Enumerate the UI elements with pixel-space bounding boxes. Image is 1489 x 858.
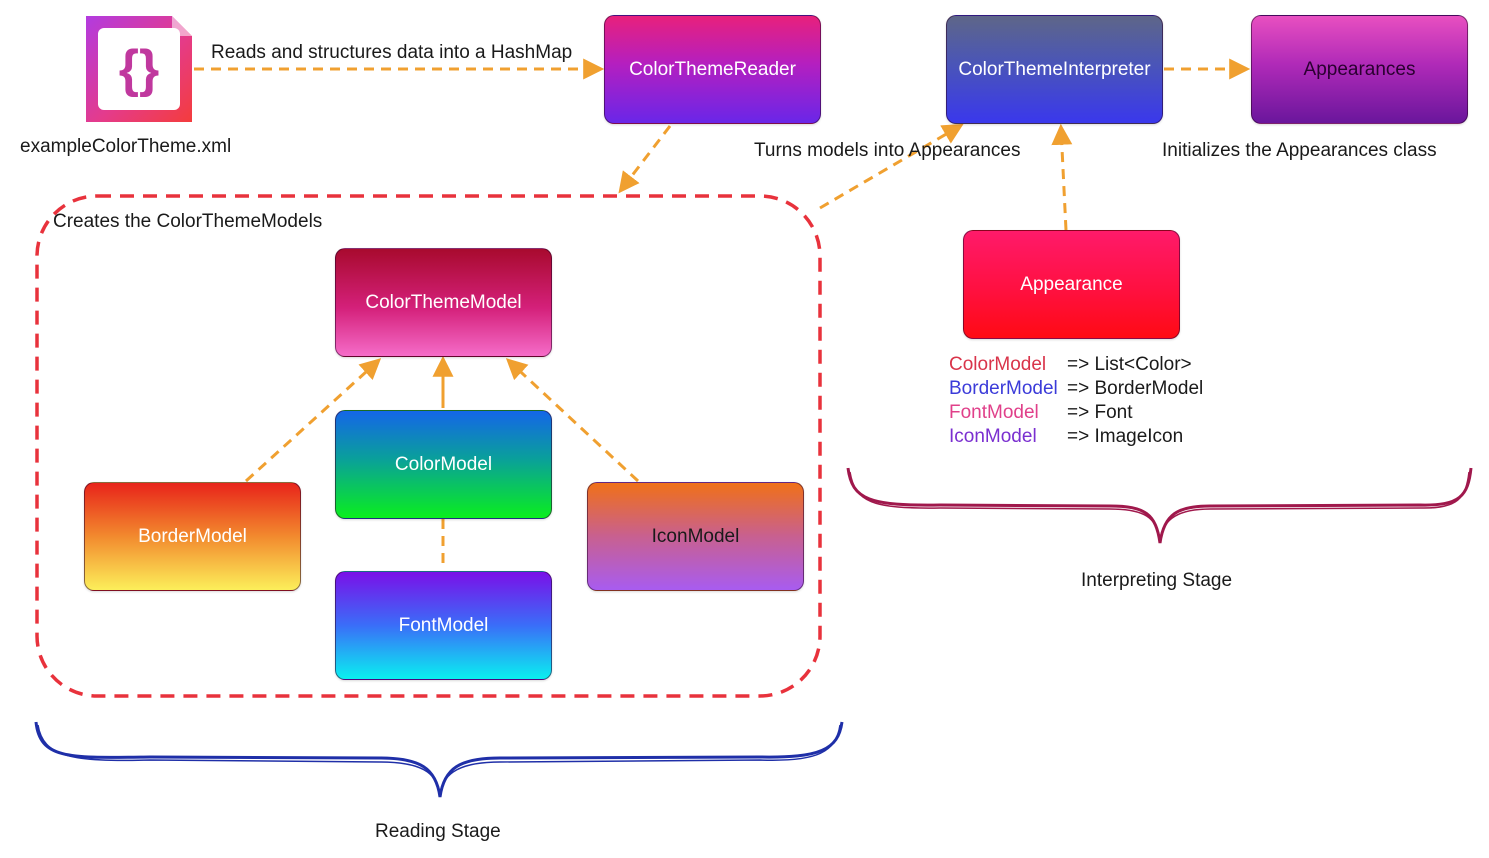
edge-turns-arrow — [819, 123, 964, 210]
color-theme-interpreter-node[interactable]: ColorThemeInterpreter — [946, 15, 1163, 124]
color-model-node[interactable]: ColorModel — [335, 410, 552, 519]
edge-creates-label: Creates the ColorThemeModels — [53, 211, 323, 232]
mapping-row: IconModel => ImageIcon — [949, 426, 1183, 448]
border-model-node[interactable]: BorderModel — [84, 482, 301, 591]
mapping-row: BorderModel => BorderModel — [949, 378, 1203, 400]
interpreting-stage-label: Interpreting Stage — [1081, 570, 1233, 591]
mapping-key: ColorModel — [949, 354, 1047, 375]
edge-initializes-label: Initializes the Appearances class — [1162, 140, 1437, 161]
appearances-node[interactable]: Appearances — [1251, 15, 1468, 124]
mapping-key: IconModel — [949, 426, 1037, 447]
mapping-value: => List<Color> — [1067, 354, 1192, 375]
braces-glyph: {} — [119, 40, 159, 98]
xml-file-icon: {} — [86, 16, 192, 122]
reading-stage-label: Reading Stage — [375, 821, 501, 842]
font-model-node[interactable]: FontModel — [335, 571, 552, 680]
edge-reads-label: Reads and structures data into a HashMap — [211, 42, 573, 63]
edge-creates-arrow — [618, 125, 672, 194]
edge-appearance-to-interpreter-arrow — [1051, 123, 1073, 231]
reading-stage-brace — [34, 721, 844, 798]
mapping-list: ColorModel => List<Color> BorderModel => Bo… — [949, 354, 1249, 454]
interpreting-stage-brace — [846, 467, 1473, 544]
color-theme-reader-node[interactable]: ColorThemeReader — [604, 15, 821, 124]
mapping-value: => BorderModel — [1067, 378, 1204, 399]
color-theme-model-node[interactable]: ColorThemeModel — [335, 248, 552, 357]
appearance-node[interactable]: Appearance — [963, 230, 1180, 339]
edge-turns-label: Turns models into Appearances — [754, 140, 1021, 161]
source-file-label: exampleColorTheme.xml — [20, 136, 232, 157]
mapping-value: => Font — [1067, 402, 1133, 423]
mapping-row: ColorModel => List<Color> — [949, 354, 1192, 376]
mapping-row: FontModel => Font — [949, 402, 1133, 424]
edge-border-to-colortheme-arrow — [244, 358, 382, 483]
edge-icon-to-colortheme-arrow — [505, 358, 640, 483]
mapping-key: FontModel — [949, 402, 1039, 423]
mapping-value: => ImageIcon — [1067, 426, 1184, 447]
mapping-key: BorderModel — [949, 378, 1058, 399]
icon-model-node[interactable]: IconModel — [587, 482, 804, 591]
reading-group-box — [35, 194, 822, 698]
